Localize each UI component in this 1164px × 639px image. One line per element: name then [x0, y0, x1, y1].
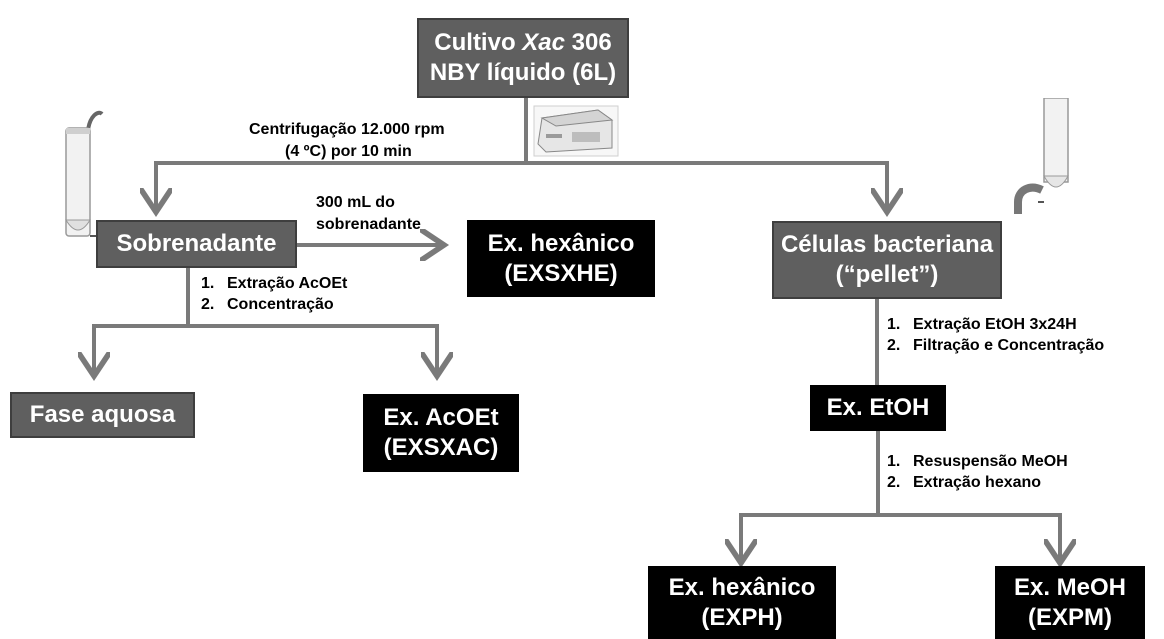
- acoet-line2: (EXSXAC): [383, 434, 499, 461]
- etoh-node: Ex. EtOH: [810, 385, 946, 431]
- centrifugation-label-1: Centrifugação 12.000 rpm: [249, 121, 445, 138]
- etoh-steps: 1.Resuspensão MeOH 2.Extração hexano: [887, 451, 1068, 493]
- supernatant-label: Sobrenadante: [116, 230, 277, 257]
- acoet-line1: Ex. AcOEt: [383, 404, 499, 431]
- tube-left-image: [65, 110, 104, 237]
- etoh-label: Ex. EtOH: [826, 394, 930, 421]
- meoh-node: Ex. MeOH (EXPM): [995, 566, 1145, 639]
- centrifugation-label-2: (4 ºC) por 10 min: [285, 143, 412, 160]
- hex-pellet-line2: (EXPH): [701, 603, 783, 631]
- aliquot-label-2: sobrenadante: [316, 216, 421, 233]
- hex-supernatant-line2: (EXSXHE): [504, 259, 618, 287]
- hex-supernatant-node: Ex. hexânico (EXSXHE): [467, 220, 655, 297]
- cells-node: Células bacteriana (“pellet”): [772, 221, 1002, 299]
- hex-supernatant-line1: Ex. hexânico: [487, 229, 635, 257]
- supernatant-node: Sobrenadante: [96, 220, 297, 268]
- pellet-step-2: 2.Filtração e Concentração: [887, 337, 1105, 354]
- meoh-line1: Ex. MeOH: [1013, 573, 1127, 601]
- supernatant-steps: 1.Extração AcOEt 2.Concentração: [201, 273, 347, 315]
- culture-line2: NBY líquido (6L): [429, 59, 617, 86]
- meoh-line2: (EXPM): [1028, 603, 1112, 631]
- aliquot-label-1: 300 mL do: [316, 194, 395, 211]
- aqueous-node: Fase aquosa: [10, 392, 195, 438]
- acoet-node: Ex. AcOEt (EXSXAC): [363, 394, 519, 472]
- pellet-steps: 1.Extração EtOH 3x24H 2.Filtração e Conc…: [887, 314, 1104, 356]
- hex-pellet-node: Ex. hexânico (EXPH): [648, 566, 836, 639]
- tube-right-image: [1014, 98, 1069, 214]
- etoh-step-2: 2.Extração hexano: [887, 474, 1042, 491]
- supernatant-step-2: 2.Concentração: [201, 296, 334, 313]
- culture-line1: Cultivo Xac 306: [434, 29, 612, 56]
- hex-pellet-line1: Ex. hexânico: [668, 573, 816, 601]
- cells-line1: Células bacteriana: [780, 231, 994, 258]
- culture-node: Cultivo Xac 306 NBY líquido (6L): [417, 18, 629, 98]
- aqueous-label: Fase aquosa: [29, 401, 176, 428]
- cells-line2: (“pellet”): [835, 261, 939, 288]
- supernatant-step-1: 1.Extração AcOEt: [201, 275, 348, 292]
- pellet-step-1: 1.Extração EtOH 3x24H: [887, 316, 1077, 333]
- centrifuge-image: [533, 105, 619, 157]
- etoh-step-1: 1.Resuspensão MeOH: [887, 453, 1068, 470]
